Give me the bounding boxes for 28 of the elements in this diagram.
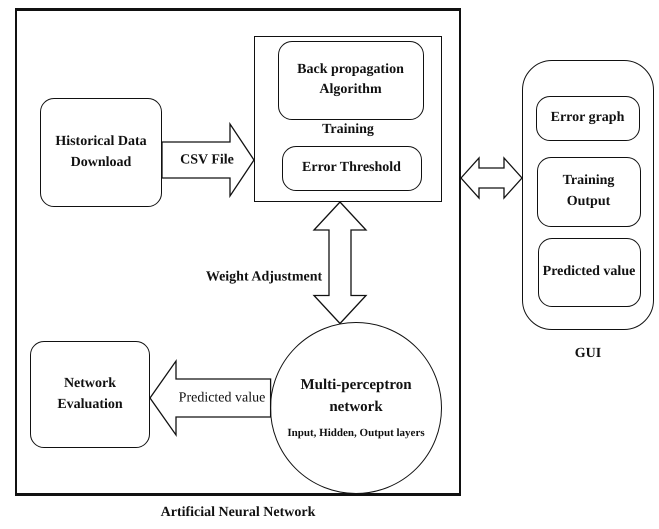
node-label: Error graph [550, 108, 626, 127]
process-box [40, 98, 162, 207]
block-arrow [460, 156, 523, 200]
process-box [536, 156, 640, 226]
group-box [254, 36, 442, 202]
process-circle [270, 322, 442, 494]
node-label: Error Threshold [301, 158, 402, 177]
process-box [538, 238, 640, 306]
node-label: Multi-perceptron network [299, 376, 413, 417]
process-box [278, 40, 424, 120]
node-label: Network Evaluation [56, 375, 124, 414]
block-arrow [149, 358, 272, 438]
edge-label: CSV File [180, 152, 234, 168]
node-label: Predicted value [542, 262, 636, 281]
block-arrow [161, 122, 255, 198]
edge-label: Predicted value [178, 390, 266, 406]
node-label: Training Output [562, 172, 616, 210]
group-label: Training [322, 122, 374, 138]
process-box [282, 146, 422, 190]
node-label: Back propagation Algorithm [296, 60, 405, 99]
node-label: Historical Data Download [54, 133, 148, 172]
process-box [536, 96, 640, 140]
block-arrow [312, 201, 368, 324]
node-subtext: Input, Hidden, Output layers [286, 426, 426, 440]
process-box [30, 341, 150, 448]
group-label: GUI [574, 346, 602, 362]
edge-label: Weight Adjustment [206, 269, 322, 285]
group-label: Artificial Neural Network [160, 505, 316, 522]
